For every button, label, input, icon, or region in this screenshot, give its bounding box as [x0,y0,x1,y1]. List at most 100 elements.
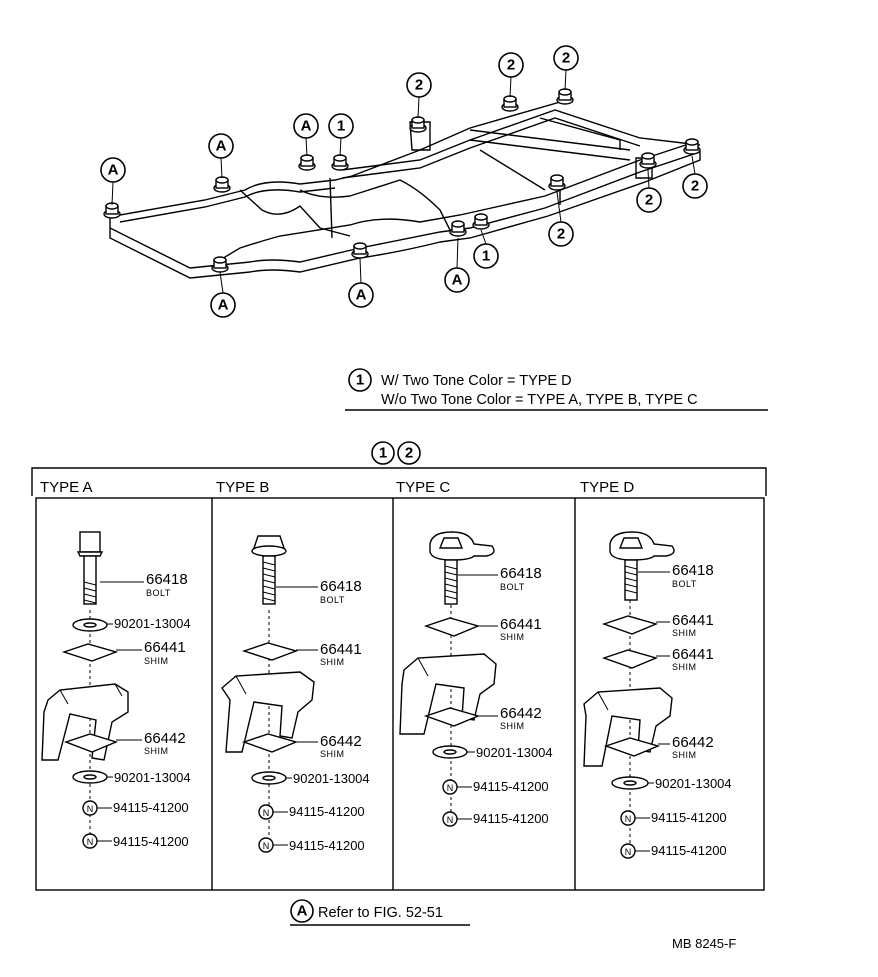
type-b-parts: 66418 BOLT 66441 SHIM 66442 SHIM 90201-1… [221,535,370,853]
svg-text:90201-13004: 90201-13004 [655,776,732,791]
column-type-c: TYPE C [396,479,450,496]
svg-text:BOLT: BOLT [672,579,697,589]
svg-text:N: N [263,808,270,818]
svg-text:N: N [625,814,632,824]
svg-text:SHIM: SHIM [500,721,525,731]
svg-text:A: A [108,162,119,179]
svg-text:66418: 66418 [500,565,542,582]
svg-text:BOLT: BOLT [146,588,171,598]
callout-a4: A [210,292,236,318]
svg-text:BOLT: BOLT [320,595,345,605]
vehicle-frame [103,69,701,294]
svg-text:94115-41200: 94115-41200 [473,779,549,794]
svg-text:90201-13004: 90201-13004 [114,616,191,631]
callout-a1: A [100,157,126,183]
svg-text:94115-41200: 94115-41200 [289,804,365,819]
callout-2c: 2 [553,45,579,71]
svg-text:90201-13004: 90201-13004 [476,745,553,760]
svg-text:SHIM: SHIM [500,632,525,642]
callout-2f: 2 [682,173,708,199]
footer-marker: A [297,903,308,920]
svg-text:66441: 66441 [672,612,714,629]
svg-text:94115-41200: 94115-41200 [113,834,189,849]
callout-a6: A [444,267,470,293]
svg-text:90201-13004: 90201-13004 [114,770,191,785]
svg-text:66442: 66442 [500,705,542,722]
svg-text:66441: 66441 [672,646,714,663]
svg-text:2: 2 [415,77,423,94]
svg-text:SHIM: SHIM [320,657,345,667]
svg-text:66418: 66418 [146,571,188,588]
svg-text:SHIM: SHIM [144,656,169,666]
svg-text:2: 2 [507,57,515,74]
svg-text:2: 2 [691,178,699,195]
callout-a2: A [208,133,234,159]
svg-text:94115-41200: 94115-41200 [113,800,189,815]
svg-text:N: N [263,841,270,851]
type-d-parts: 66418 BOLT 66441 SHIM 66441 SHIM 66442 S… [583,531,732,859]
bolt-66418-a [76,531,104,605]
svg-text:94115-41200: 94115-41200 [289,838,365,853]
svg-text:94115-41200: 94115-41200 [651,843,727,858]
bolt-66418-b [251,535,287,605]
type-a-parts: 66418 BOLT 90201-13004 66441 SHIM 66442 … [41,531,191,849]
callout-2e: 2 [636,187,662,213]
svg-text:66442: 66442 [672,734,714,751]
svg-text:66442: 66442 [144,730,186,747]
column-type-d: TYPE D [580,479,634,496]
svg-text:SHIM: SHIM [320,749,345,759]
footer-text: Refer to FIG. 52-51 [318,905,443,921]
legend-line-1: W/ Two Tone Color = TYPE D [381,373,572,389]
svg-text:N: N [447,783,454,793]
footer-reference: A Refer to FIG. 52-51 [290,899,470,926]
type-table: 1 2 TYPE A TYPE B TYPE C TYPE D [31,441,767,891]
type-c-parts: 66418 BOLT 66441 SHIM 66442 SHIM 90201-1… [399,531,553,827]
column-type-a: TYPE A [40,479,93,496]
callout-2b: 2 [498,52,524,78]
svg-text:N: N [447,815,454,825]
frame-callouts: A A A A A A 1 1 2 2 2 2 2 2 [100,45,708,318]
svg-text:A: A [218,297,229,314]
bolt-66418-d [609,531,675,601]
callout-a5: A [348,282,374,308]
table-marker-2: 2 [405,445,413,462]
callout-1a: 1 [328,113,354,139]
svg-text:90201-13004: 90201-13004 [293,771,370,786]
svg-text:66442: 66442 [320,733,362,750]
svg-text:A: A [452,272,463,289]
svg-text:66441: 66441 [320,641,362,658]
legend-line-2: W/o Two Tone Color = TYPE A, TYPE B, TYP… [381,392,698,408]
svg-text:N: N [87,804,94,814]
svg-text:94115-41200: 94115-41200 [473,811,549,826]
svg-text:66418: 66418 [320,578,362,595]
table-marker-1: 1 [379,445,387,462]
svg-text:1: 1 [482,248,490,265]
drawing-code: MB 8245-F [672,936,736,951]
svg-text:BOLT: BOLT [500,582,525,592]
svg-text:SHIM: SHIM [672,662,697,672]
callout-2a: 2 [406,72,432,98]
svg-text:2: 2 [557,226,565,243]
svg-text:A: A [356,287,367,304]
callout-1b: 1 [473,243,499,269]
svg-text:66418: 66418 [672,562,714,579]
svg-text:N: N [87,837,94,847]
svg-text:1: 1 [337,118,345,135]
svg-text:2: 2 [562,50,570,67]
column-type-b: TYPE B [216,479,269,496]
legend: 1 W/ Two Tone Color = TYPE D W/o Two Ton… [345,368,768,411]
legend-marker: 1 [356,372,364,389]
callout-2d: 2 [548,221,574,247]
bolt-66418-c [429,531,495,605]
svg-text:2: 2 [645,192,653,209]
svg-text:94115-41200: 94115-41200 [651,810,727,825]
svg-text:66441: 66441 [500,616,542,633]
svg-text:N: N [625,847,632,857]
callout-a3: A [293,113,319,139]
svg-text:SHIM: SHIM [144,746,169,756]
svg-text:SHIM: SHIM [672,750,697,760]
svg-text:66441: 66441 [144,639,186,656]
svg-text:SHIM: SHIM [672,628,697,638]
svg-text:A: A [216,138,227,155]
